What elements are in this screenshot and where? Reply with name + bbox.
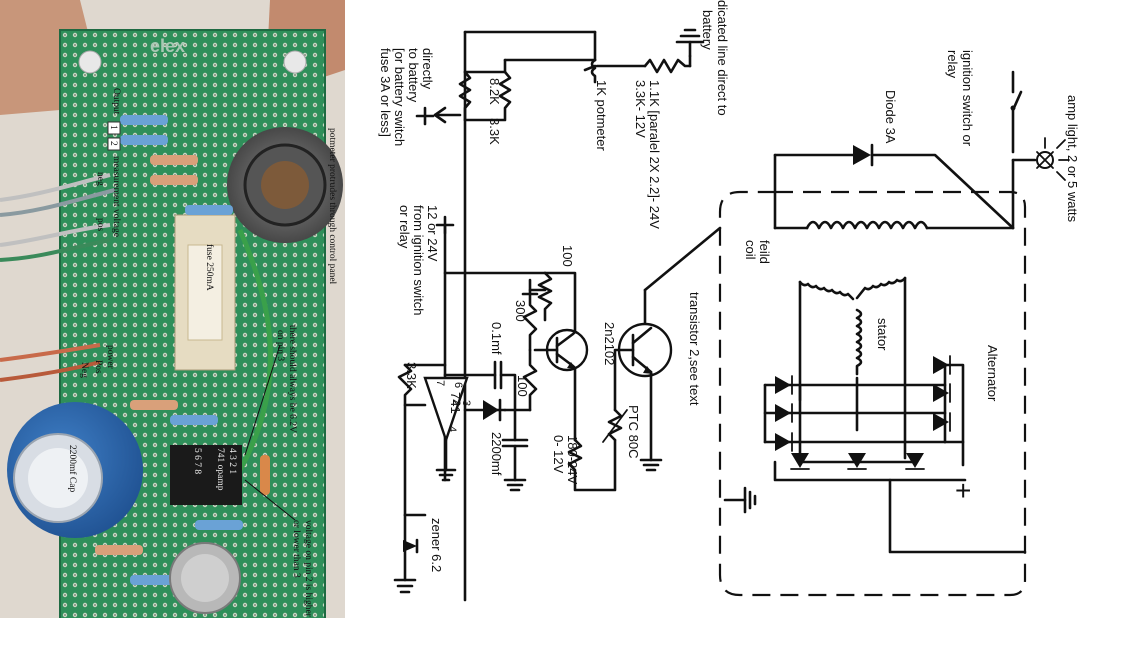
- label-r1-1k-1: 1.1K [paralel 2X 2.2]- 24V: [647, 80, 662, 229]
- label-directly-1: directly: [420, 48, 435, 90]
- annotation-power-pos: Pos: [93, 360, 103, 374]
- capacitor-0-1mf: [443, 360, 517, 412]
- ground-alternator: [723, 486, 757, 514]
- resistor-100-b: [513, 348, 538, 412]
- label-ignition-2: relay: [945, 50, 960, 79]
- rectifier-bridge: [763, 355, 1027, 554]
- label-directly-3: [or battery switch: [392, 48, 407, 146]
- label-pin7: 7: [434, 380, 446, 386]
- wires: [0, 173, 273, 472]
- resistors: [95, 115, 270, 585]
- label-supply-3: or relay: [397, 205, 412, 249]
- label-r3-3k-bottom: 3.3K: [404, 362, 419, 389]
- label-r180-2: 0- 12V: [551, 435, 566, 474]
- transistor-2n2102: [533, 328, 589, 442]
- annotation-neg: neg: [95, 172, 105, 186]
- annotation-output-1: 1: [108, 125, 118, 130]
- ptc-80c: [602, 408, 628, 443]
- label-2n2102: 2n2102: [602, 322, 617, 365]
- label-directly-2: to battery: [406, 48, 421, 103]
- annotation-opamp: 741 opamp: [215, 448, 225, 491]
- battery-direct-wiring: [463, 28, 705, 602]
- label-alternator: Alternator: [985, 345, 1000, 402]
- stator-windings: [798, 276, 907, 460]
- mount-hole: [283, 50, 307, 74]
- label-potmeter: 1K potmeter: [594, 80, 609, 151]
- label-dedicated-battery: battery: [700, 10, 715, 50]
- label-ptc: PTC 80C: [626, 405, 641, 458]
- label-diode-3a: Diode 3A: [883, 90, 898, 144]
- annotation-measurement: measurement voltage: [111, 156, 121, 237]
- label-supply-1: 12 or 24V: [425, 205, 440, 262]
- label-field-2: coil: [743, 240, 758, 260]
- annotation-pins-top: 4 3 2 1: [227, 448, 237, 474]
- label-directly-4: fuse 3A or less]: [378, 48, 393, 137]
- battery-direct-arrow: [415, 106, 462, 126]
- label-r8-2k: 8.2K: [487, 78, 502, 105]
- label-dedicated-line: dicated line direct to: [715, 0, 730, 116]
- diode-3a: [853, 145, 871, 165]
- perfboard-photo: elex potmeter protrudes: [0, 0, 345, 618]
- label-stator: stator: [875, 318, 890, 351]
- annotation-pos: pos: [95, 218, 105, 232]
- annotation-output-2: 2: [108, 141, 118, 146]
- label-plus-alternator: +: [955, 475, 971, 506]
- amp-light-bulb: [1036, 137, 1070, 181]
- annotation-power: power: [105, 345, 115, 370]
- alternator-boundary: [718, 190, 1027, 597]
- label-transistor-2: transistor 2,see text: [687, 292, 702, 406]
- opamp-chip: [170, 445, 242, 505]
- label-c2200: 2200mf: [489, 432, 504, 476]
- label-amp-light: amp light, 2 or 5 watts: [1065, 95, 1080, 223]
- label-pin6: 6: [452, 382, 464, 388]
- label-r3-3k-top: 3.3K: [487, 118, 502, 145]
- label-ignition-1: ignition switch or: [960, 50, 975, 147]
- resistor-180: [567, 438, 617, 492]
- resistor-100-a: [537, 271, 577, 334]
- label-741: 741: [448, 392, 463, 414]
- annotation-power-neg: Neg: [79, 362, 89, 378]
- board-brand: elex: [150, 36, 185, 56]
- diode-and-capacitor-2200: [463, 398, 529, 492]
- label-zener: zener 6.2: [429, 518, 444, 572]
- annotation-cap: 2200mf Cap: [67, 445, 78, 492]
- label-supply-2: from ignition switch: [411, 205, 426, 316]
- annotation-potmeter: potmeter protrudes through control panel: [327, 128, 337, 285]
- zener-diode: [393, 403, 427, 594]
- label-r300: 300: [513, 300, 528, 322]
- annotation-pin2-a: voltage on pin 2 is higher: [303, 520, 313, 618]
- label-c0-1mf: 0.1mf: [489, 322, 504, 355]
- ignition-switch: [1010, 70, 1023, 154]
- label-field-1: feild: [757, 240, 772, 264]
- resistor-300: [521, 278, 547, 352]
- annotation-pin2-b: or lower than 3: [291, 520, 301, 578]
- label-r1-1k-2: 3.3K- 12V: [633, 80, 648, 138]
- field-coil-wiring: [773, 143, 1037, 230]
- alternator-regulator-schematic: amp light, 2 or 5 watts ignition switch …: [378, 0, 1080, 602]
- label-pin3: 3: [460, 400, 472, 406]
- annotation-pins-bottom: 5 6 7 8: [192, 448, 202, 474]
- label-pin4: 4: [446, 426, 458, 432]
- annotation-pin3-a: there should always be 6.2V: [287, 325, 297, 433]
- resistor-3-3k-bottom: [397, 363, 447, 407]
- voltage-divider: [458, 58, 597, 122]
- label-r100-a: 100: [560, 245, 575, 267]
- annotation-fuse: fuse 250mA: [204, 244, 215, 291]
- transistor-2: [613, 288, 673, 472]
- mount-hole: [78, 50, 102, 74]
- annotation-output: Output: [111, 88, 121, 115]
- opamp-741: [423, 376, 469, 482]
- label-pin2: 2: [450, 400, 462, 406]
- label-r100-b: 100: [515, 375, 530, 397]
- wire-field-to-transistor: [643, 226, 722, 292]
- label-r180-1: 180-24V: [565, 435, 580, 484]
